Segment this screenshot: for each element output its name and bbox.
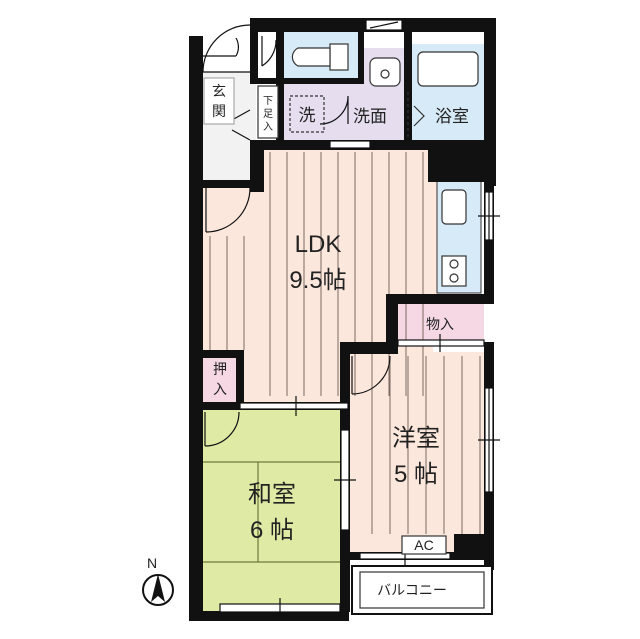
ldk-floor-lines: [209, 152, 424, 396]
wall-genkan-divider: [256, 78, 282, 84]
ldk-floor-ext: [433, 178, 439, 294]
wall-toilet-bottom: [282, 78, 362, 84]
getabako-label-1: 下: [263, 96, 273, 107]
wall-toilet-right: [358, 32, 364, 84]
getabako-label-3: 入: [263, 122, 273, 133]
window-ldk-washitsu: [239, 402, 349, 410]
kitchen-sink: [441, 189, 467, 225]
wall-oshiire-right: [236, 350, 244, 406]
bath-label: 浴室: [435, 107, 469, 126]
wall-you-top: [340, 342, 398, 354]
getabako-box: [257, 85, 279, 139]
monoire-floor: [398, 304, 484, 342]
ac-label: AC: [414, 537, 433, 553]
oshiire-label-2: 入: [213, 381, 227, 397]
wall-monoire-left: [386, 294, 398, 354]
wall-oshiire-top: [200, 350, 244, 358]
genkan-label-2: 関: [212, 103, 226, 119]
wall-ac-block: [454, 534, 494, 560]
tatami-lines: [203, 461, 342, 563]
ac-box: [401, 535, 447, 555]
doors: [202, 24, 391, 447]
ldk-size-label: 9.5帖: [289, 267, 346, 294]
getabako-label-2: 足: [263, 108, 273, 120]
labels: LDK 9.5帖 和室 6 帖 洋室 5 帖 浴室 洗面 洗 玄 関 下 足 入…: [212, 83, 469, 598]
compass-north-label: N: [147, 555, 157, 571]
monoire-label: 物入: [426, 316, 454, 332]
wall-genkan-bottom: [200, 180, 252, 188]
youshitsu-floor-lines: [371, 356, 481, 534]
kitchen-stove: [441, 255, 467, 287]
door-genkan: [202, 24, 251, 73]
window-senmen-bottom: [329, 140, 371, 149]
genkan-label-box: [203, 77, 235, 125]
door-washitsu: [204, 411, 240, 447]
youshitsu-name-label: 洋室: [392, 425, 440, 452]
sentaku-label: 洗: [299, 106, 316, 125]
compass-arrow-icon: [151, 574, 165, 602]
windows: [219, 19, 500, 620]
compass: N: [142, 555, 174, 606]
genkan-label-1: 玄: [212, 83, 226, 99]
door-getabako: [231, 109, 251, 141]
ldk-name-label: LDK: [295, 231, 342, 258]
door-ldk: [205, 187, 251, 233]
youshitsu-floor: [350, 352, 484, 558]
bathtub: [417, 51, 479, 87]
wall-bath-left: [404, 32, 412, 150]
washitsu-name-label: 和室: [248, 481, 296, 508]
door-genkan-leaf: [203, 37, 240, 57]
window-monoire: [397, 339, 485, 347]
wall-kitchen-top: [428, 150, 496, 182]
senmen-floor: [284, 84, 408, 140]
wall-ldk-upper-left: [250, 140, 264, 192]
toilet-tank: [329, 43, 349, 71]
balcony-label: バルコニー: [377, 582, 447, 598]
washitsu-floor: [203, 410, 342, 612]
oshiire-label-1: 押: [213, 361, 227, 377]
wall-getabako-left: [250, 32, 258, 84]
wall-left: [189, 36, 203, 621]
washitsu-size-label: 6 帖: [250, 517, 294, 544]
wall-monoire-top: [386, 294, 494, 304]
oshiire-floor: [203, 356, 237, 402]
balcony-inner: [359, 571, 485, 609]
washing-machine-pan: [289, 95, 325, 133]
bath-door-icon: [413, 105, 425, 127]
wall-toilet-left: [276, 32, 284, 144]
door-toilet: [261, 36, 277, 67]
wall-wet-bottom: [256, 140, 496, 150]
fixtures: [203, 43, 493, 615]
wall-bottom: [189, 611, 349, 621]
youshitsu-size-label: 5 帖: [394, 461, 438, 488]
senmen-label: 洗面: [353, 107, 387, 126]
toilet-bowl: [291, 47, 331, 67]
door-youshitsu: [351, 355, 391, 395]
